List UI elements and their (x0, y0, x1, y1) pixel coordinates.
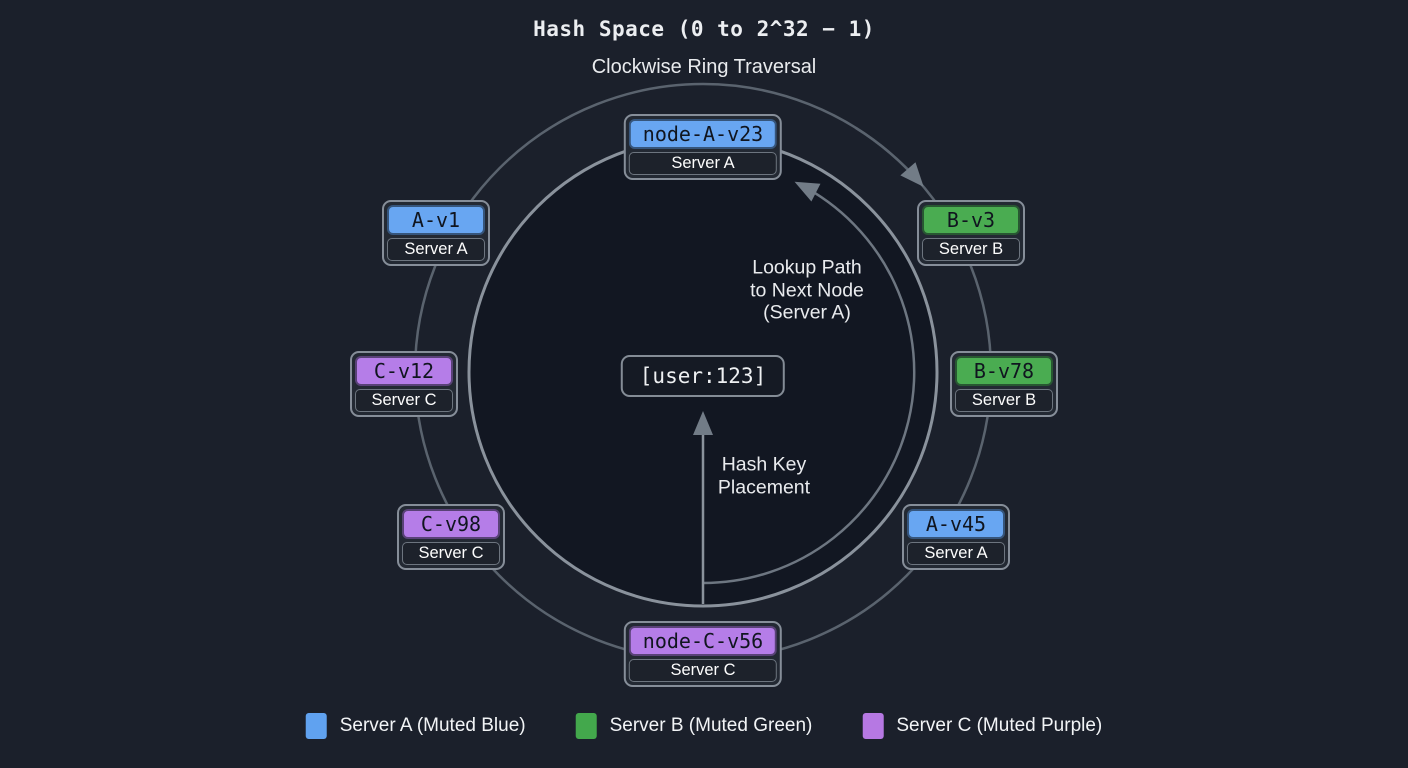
legend-label: Server A (Muted Blue) (339, 715, 526, 736)
node-id-badge: C-v98 (402, 509, 500, 539)
legend-swatch-purple (862, 713, 884, 739)
node-server-label: Server C (628, 659, 778, 682)
ring-node-node-C-v56: node-C-v56 Server C (623, 621, 783, 687)
legend-item-server-c: Server C (Muted Purple) (862, 713, 1102, 739)
node-id-badge: C-v12 (355, 356, 453, 386)
ring-node-B-v3: B-v3 Server B (917, 200, 1025, 266)
legend-item-server-a: Server A (Muted Blue) (305, 713, 526, 739)
node-server-label: Server B (955, 389, 1053, 412)
node-id-badge: B-v3 (922, 205, 1020, 235)
annotation-line: (Server A) (763, 301, 851, 324)
page-title: Hash Space (0 to 2^32 − 1) (533, 17, 875, 41)
node-id-badge: node-C-v56 (628, 626, 778, 656)
ring-node-B-v78: B-v78 Server B (950, 351, 1058, 417)
page-subtitle: Clockwise Ring Traversal (591, 56, 817, 78)
node-server-label: Server A (628, 152, 778, 175)
node-server-label: Server A (387, 238, 485, 261)
hash-key-annotation: Hash Key Placement (718, 454, 810, 499)
annotation-line: to Next Node (750, 278, 864, 301)
annotation-line: Placement (717, 476, 811, 498)
legend-label: Server B (Muted Green) (609, 715, 813, 736)
node-id-badge: node-A-v23 (628, 119, 778, 149)
ring-node-C-v12: C-v12 Server C (350, 351, 458, 417)
node-id-badge: A-v1 (387, 205, 485, 235)
annotation-line: Lookup Path (752, 256, 862, 279)
node-id-badge: A-v45 (907, 509, 1005, 539)
legend-swatch-blue (305, 713, 327, 739)
ring-node-node-A-v23: node-A-v23 Server A (623, 114, 783, 180)
lookup-path-annotation: Lookup Path to Next Node (Server A) (750, 256, 864, 324)
node-server-label: Server A (907, 542, 1005, 565)
node-id-badge: B-v78 (955, 356, 1053, 386)
hash-key-box: [user:123] (620, 355, 786, 397)
legend: Server A (Muted Blue) Server B (Muted Gr… (305, 713, 1102, 739)
legend-swatch-green (575, 713, 597, 739)
ring-node-C-v98: C-v98 Server C (397, 504, 505, 570)
lookup-path-arrow (702, 181, 916, 585)
ring-node-A-v45: A-v45 Server A (902, 504, 1010, 570)
clockwise-traversal-arrow (854, 126, 924, 187)
ring-node-A-v1: A-v1 Server A (382, 200, 490, 266)
node-server-label: Server C (402, 542, 500, 565)
legend-item-server-b: Server B (Muted Green) (575, 713, 813, 739)
node-server-label: Server B (922, 238, 1020, 261)
annotation-line: Hash Key (721, 453, 807, 476)
node-server-label: Server C (355, 389, 453, 412)
legend-label: Server C (Muted Purple) (896, 715, 1103, 736)
